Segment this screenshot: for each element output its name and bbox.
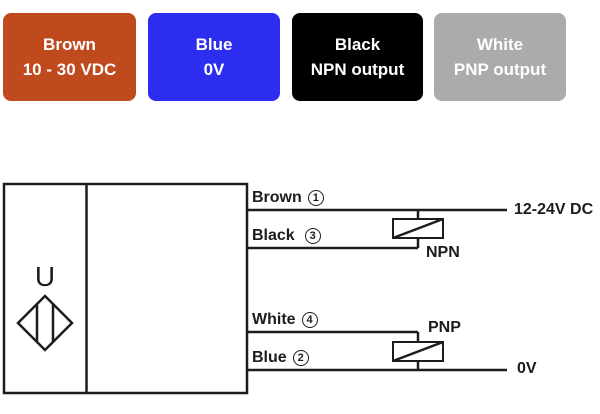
npn-load-diagonal — [392, 217, 444, 240]
legend-brown-wire: Brown 10 - 30 VDC — [3, 13, 136, 101]
pin-3-badge: 3 — [304, 228, 321, 244]
legend-white-wire: White PNP output — [434, 13, 566, 101]
blue-wire-label: Blue 2 — [252, 349, 309, 367]
black-wire-label: Black 3 — [252, 227, 321, 245]
legend-black-desc: NPN output — [310, 60, 405, 79]
legend-blue-wire: Blue 0V — [148, 13, 280, 101]
blue-wire-name: Blue — [252, 349, 287, 366]
sensor-body-outline — [2, 182, 249, 395]
legend-white-desc: PNP output — [453, 60, 547, 79]
brown-wire-label: Brown 1 — [252, 189, 324, 207]
npn-output-label: NPN — [426, 244, 460, 261]
legend-blue-desc: 0V — [203, 60, 225, 79]
brown-wire-name: Brown — [252, 189, 302, 206]
legend-black-wire: Black NPN output — [292, 13, 423, 101]
supply-voltage-label: 12-24V DC — [514, 201, 594, 218]
black-wire-name: Black — [252, 227, 295, 244]
pnp-load-diagonal — [392, 340, 444, 363]
white-wire-name: White — [252, 311, 296, 328]
ground-label: 0V — [517, 360, 537, 377]
sensor-type-letter: U — [34, 261, 56, 292]
legend-white-title: White — [476, 35, 524, 54]
sensor-diamond-icon — [16, 294, 74, 352]
legend-brown-title: Brown — [43, 35, 96, 54]
legend-black-title: Black — [334, 35, 381, 54]
pin-1-badge: 1 — [307, 190, 324, 206]
legend-blue-title: Blue — [195, 35, 233, 54]
pin-2-badge: 2 — [292, 350, 309, 366]
white-wire-label: White 4 — [252, 311, 318, 329]
pin-4-badge: 4 — [301, 312, 318, 328]
pnp-output-label: PNP — [428, 319, 461, 336]
legend-brown-desc: 10 - 30 VDC — [22, 60, 117, 79]
